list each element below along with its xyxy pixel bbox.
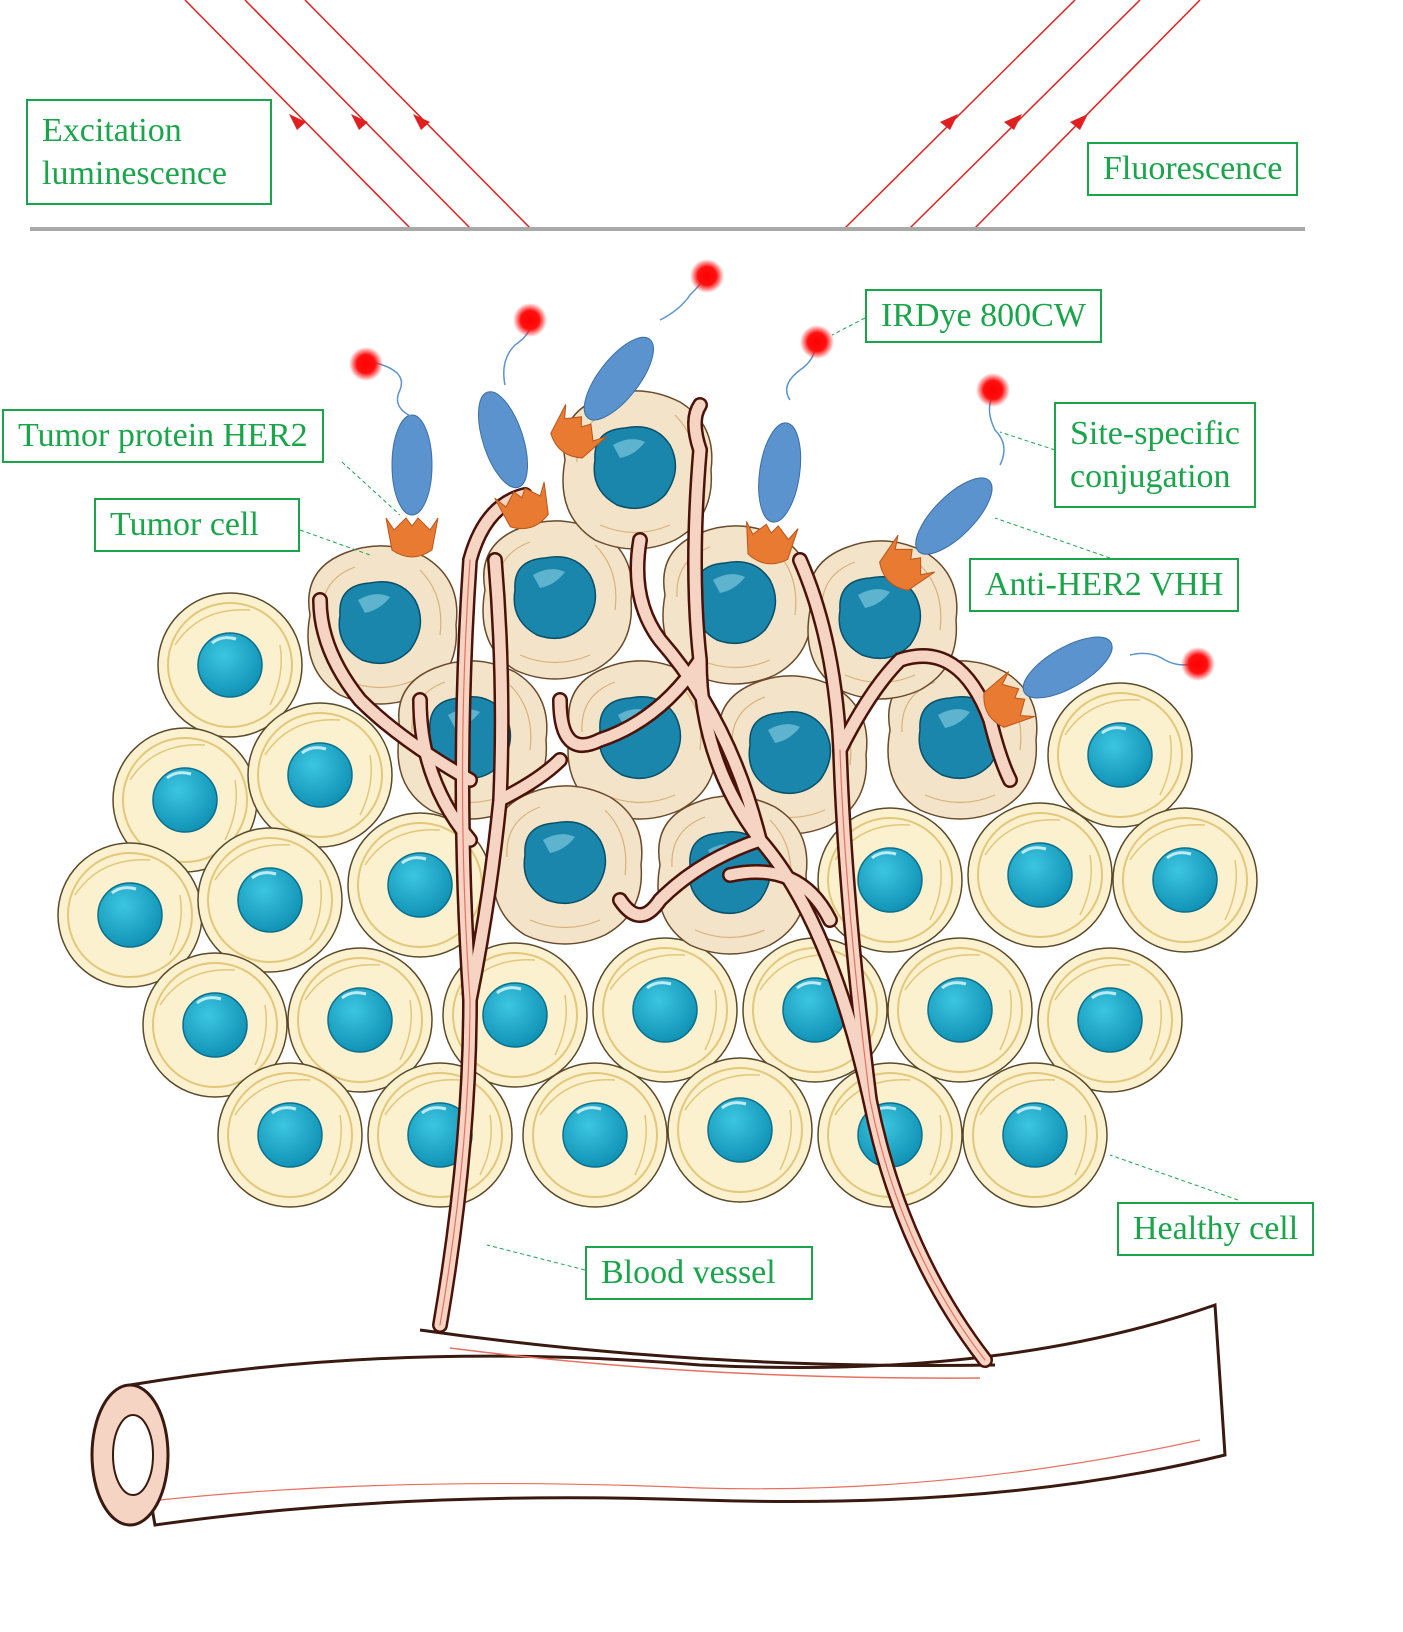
excitation-label: Excitation luminescence — [26, 99, 272, 205]
arrow-icon — [351, 114, 368, 130]
arrow-icon — [940, 114, 958, 130]
site-specific-label: Site-specific conjugation — [1054, 402, 1256, 508]
capillary-network — [312, 397, 1018, 1368]
site-specific-label-line2: conjugation — [1070, 458, 1231, 495]
arrow-icon — [413, 114, 430, 130]
excitation-rays — [184, 0, 531, 229]
arrow-icon — [289, 114, 306, 130]
irdye-label: IRDye 800CW — [865, 289, 1102, 343]
main-blood-vessel — [90, 1302, 1227, 1527]
tumor-cell-label: Tumor cell — [94, 498, 300, 552]
fluorescence-rays — [844, 0, 1201, 229]
arrow-icon — [1070, 114, 1088, 130]
fluorescence-label: Fluorescence — [1087, 142, 1299, 196]
dye-icon — [976, 373, 1010, 407]
vhh-probe — [385, 414, 439, 558]
dye-icon — [349, 347, 383, 381]
excitation-label-line2: luminescence — [42, 155, 228, 192]
blood-vessel-label: Blood vessel — [585, 1246, 813, 1300]
vhh-label: Anti-HER2 VHH — [969, 558, 1240, 612]
vhh-probes — [349, 259, 1215, 737]
vhh-probe — [462, 383, 557, 536]
dye-icon — [800, 325, 834, 359]
dye-icon — [1181, 647, 1215, 681]
dye-icon — [513, 303, 547, 337]
her2-label: Tumor protein HER2 — [2, 409, 324, 463]
excitation-label-line1: Excitation — [42, 112, 182, 149]
dye-icon — [690, 259, 724, 293]
vhh-probe — [740, 418, 813, 568]
leader-lines — [299, 317, 1239, 1271]
arrow-icon — [1004, 114, 1022, 130]
healthy-cell-label: Healthy cell — [1117, 1202, 1315, 1256]
site-specific-label-line1: Site-specific — [1070, 415, 1240, 452]
